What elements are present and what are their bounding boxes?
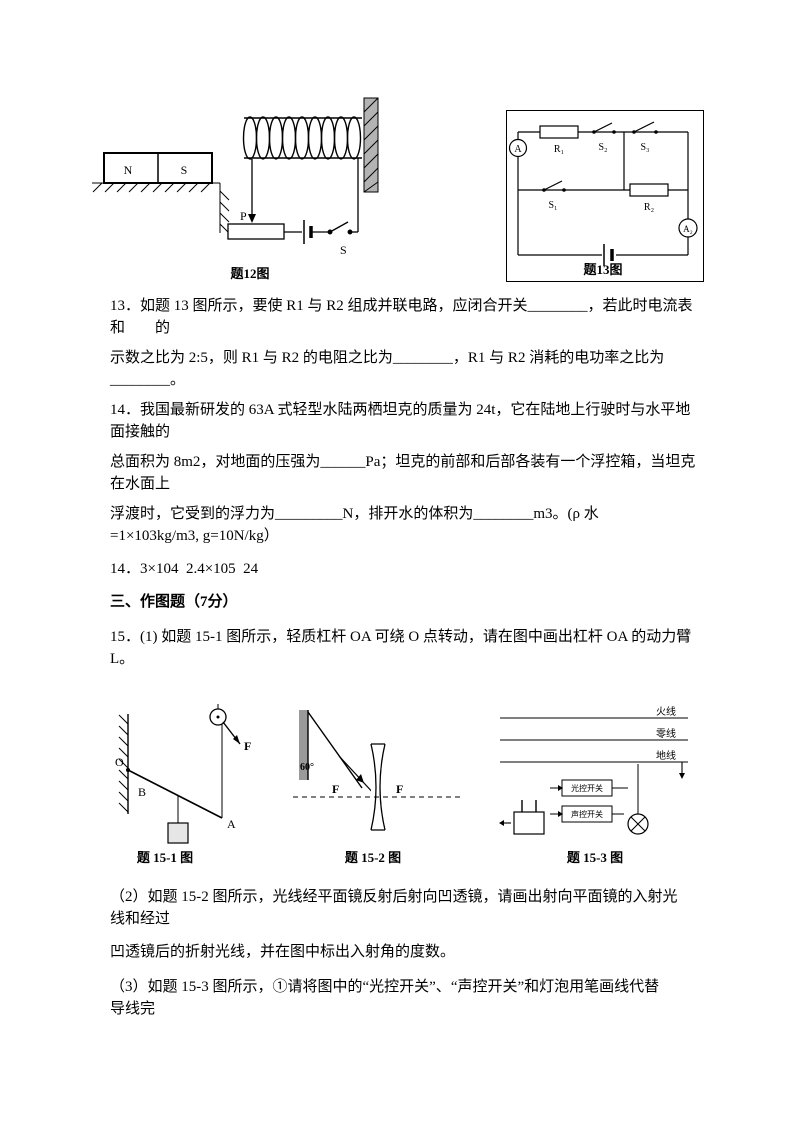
fig12-pointer-label: P <box>240 209 247 223</box>
fig12-circuit <box>227 158 359 244</box>
figure-15-1: O B A F 题 15-1 图 <box>90 702 255 870</box>
fig153-live-label: 火线 <box>656 705 676 718</box>
fig13-resistor-r2: R₂ <box>629 183 669 213</box>
section-3-title: 三、作图题（7分） <box>110 594 238 610</box>
fig152-caption: 题 15-2 图 <box>345 850 401 865</box>
fig151-o-label: O <box>115 755 124 769</box>
fig13-s1-label: S₁ <box>548 200 557 211</box>
fig13-r2-label: R₂ <box>644 202 654 213</box>
fig153-supply-lines <box>500 717 688 763</box>
figure-13: A A₂ R₁ R₂ S₂ <box>506 110 704 282</box>
fig13-border <box>506 110 704 282</box>
fig12-wall <box>363 97 379 193</box>
fig12-magnet-n-label: N <box>124 163 133 177</box>
fig13-ammeter-1: A <box>508 138 528 158</box>
figure-15-2: 60° F F 题 15-2 图 <box>288 702 468 870</box>
q15-line-2: L。 <box>110 651 135 667</box>
q153-line-2: 导线完 <box>110 1001 156 1017</box>
q14-line-4: 在水面上 <box>110 476 171 492</box>
figure-12: N S <box>92 96 402 291</box>
question-15-2-text: （2）如题 15-2 图所示，光线经平面镜反射后射向凹透镜，请画出射向平面镜的入… <box>110 886 710 930</box>
fig152-concave-lens <box>370 743 386 831</box>
q15-line-1: 15．(1) 如题 15-1 图所示，轻质杠杆 OA 可绕 O 点转动，请在图中… <box>110 629 692 645</box>
fig12-shelf <box>92 182 230 234</box>
fig13-s2-label: S₂ <box>598 142 607 153</box>
fig151-b-label: B <box>138 785 146 799</box>
fig151-f-label: F <box>244 739 251 753</box>
fig152-f-left-label: F <box>332 782 339 796</box>
question-15-1-text: 15．(1) 如题 15-1 图所示，轻质杠杆 OA 可绕 O 点转动，请在图中… <box>110 626 710 670</box>
fig13-resistor-r1: R₁ <box>539 125 579 155</box>
fig13-ammeter1-label: A <box>514 144 522 155</box>
fig152-angle-label: 60° <box>300 762 314 773</box>
answer-14: 14．3×104 2.4×105 24 <box>110 558 710 580</box>
question-13-part1: 13．如题 13 图所示，要使 R1 与 R2 组成并联电路，应闭合开关____… <box>110 295 710 339</box>
fig153-caption: 题 15-3 图 <box>567 850 623 865</box>
q13-line-4: ________。 <box>110 372 186 388</box>
question-14-part3: 浮渡时，它受到的浮力为_________N，排开水的体积为________m3。… <box>110 503 710 547</box>
q152-line-2: 线和经过 <box>110 911 171 927</box>
question-14-part1: 14．我国最新研发的 63A 式轻型水陆两栖坦克的质量为 24t，它在陆地上行驶… <box>110 399 710 443</box>
fig151-weight <box>167 795 189 844</box>
fig12-solenoid-coil <box>242 116 362 160</box>
q13-line-1: 13．如题 13 图所示，要使 R1 与 R2 组成并联电路，应闭合开关____… <box>110 298 693 314</box>
q14-line-3: 总面积为 8m2，对地面的压强为______Pa；坦克的前部和后部各装有一个浮控… <box>110 454 696 470</box>
fig13-caption: 题13图 <box>583 262 622 277</box>
fig151-caption: 题 15-1 图 <box>137 850 193 865</box>
section-3-heading: 三、作图题（7分） <box>110 591 710 613</box>
fig13-switch-s3: S₃ <box>632 121 658 153</box>
fig13-s3-label: S₃ <box>640 142 649 153</box>
q13-line-3: 示数之比为 2:5，则 R1 与 R2 的电阻之比为________，R1 与 … <box>110 350 665 366</box>
fig13-battery <box>603 244 614 266</box>
fig153-plug <box>499 800 545 835</box>
fig13-ammeter-2: A₂ <box>678 218 698 238</box>
question-14-part2: 总面积为 8m2，对地面的压强为______Pa；坦克的前部和后部各装有一个浮控… <box>110 451 710 495</box>
fig13-r1-label: R₁ <box>554 144 564 155</box>
fig12-caption: 题12图 <box>230 266 269 281</box>
answer-14-line: 14．3×104 2.4×105 24 <box>110 561 259 577</box>
fig151-pulley <box>209 704 227 818</box>
fig153-ground-drop-arrow <box>679 762 685 779</box>
fig151-a-label: A <box>227 817 236 831</box>
q14-line-6: =1×103kg/m3, g=10N/kg） <box>110 528 279 544</box>
fig151-wall <box>118 714 129 814</box>
question-15-3-text: （3）如题 15-3 图所示，①请将图中的“光控开关”、“声控开关”和灯泡用笔画… <box>110 976 710 1020</box>
fig152-f-right-label: F <box>396 782 403 796</box>
fig151-force-arrow <box>222 721 241 745</box>
fig12-bar-magnet: N S <box>103 152 213 184</box>
q152-line-3: 凹透镜后的折射光线，并在图中标出入射角的度数。 <box>110 944 456 960</box>
question-13-part2: 示数之比为 2:5，则 R1 与 R2 的电阻之比为________，R1 与 … <box>110 347 710 391</box>
question-15-2-text-b: 凹透镜后的折射光线，并在图中标出入射角的度数。 <box>110 941 710 963</box>
fig13-switch-s1: S₁ <box>542 180 566 211</box>
q14-line-2: 面接触的 <box>110 424 171 440</box>
fig153-neutral-label: 零线 <box>656 727 676 740</box>
q14-line-5: 浮渡时，它受到的浮力为_________N，排开水的体积为________m3。… <box>110 506 599 522</box>
fig153-sound-switch-label: 声控开关 <box>571 809 603 819</box>
figure-15-3: 火线 零线 地线 光控开关 声 <box>498 702 696 870</box>
q13-line-2: 和 的 <box>110 320 171 336</box>
q152-line-1: （2）如题 15-2 图所示，光线经平面镜反射后射向凹透镜，请画出射向平面镜的入… <box>110 889 678 905</box>
fig153-ground-label: 地线 <box>656 749 676 762</box>
fig151-lever <box>126 768 223 819</box>
fig12-switch-label: S <box>340 243 347 257</box>
q153-line-1: （3）如题 15-3 图所示，①请将图中的“光控开关”、“声控开关”和灯泡用笔画… <box>110 979 660 995</box>
fig13-ammeter2-label: A₂ <box>683 224 693 234</box>
fig153-light-switch-label: 光控开关 <box>571 783 603 793</box>
fig13-switch-s2: S₂ <box>592 122 616 153</box>
q14-line-1: 14．我国最新研发的 63A 式轻型水陆两栖坦克的质量为 24t，它在陆地上行驶… <box>110 402 691 418</box>
fig153-lamp <box>627 764 649 835</box>
fig153-sound-switch-box: 声控开关 <box>550 805 624 823</box>
fig152-mirror <box>299 710 363 789</box>
fig12-magnet-s-label: S <box>181 163 188 177</box>
fig152-light-ray <box>338 755 377 797</box>
fig153-light-switch-box: 光控开关 <box>550 779 628 797</box>
